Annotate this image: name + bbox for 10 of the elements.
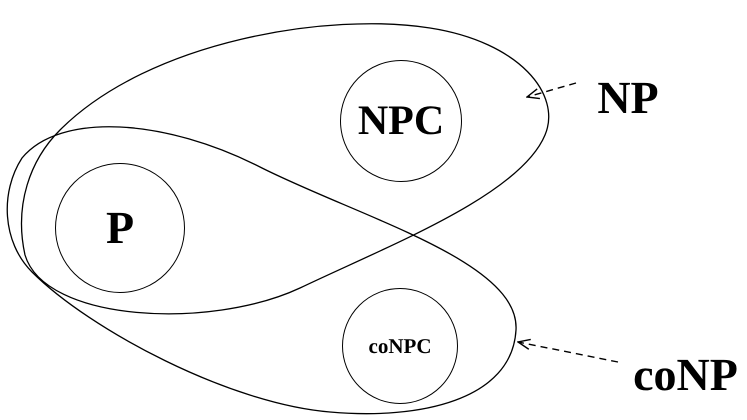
dashed-arrow	[517, 338, 618, 363]
class-circle	[342, 288, 458, 404]
class-name: coNP	[633, 352, 738, 398]
class-circle	[340, 60, 462, 182]
class-name: P	[106, 205, 134, 251]
class-name: NPC	[358, 100, 444, 142]
dashed-arrow	[526, 82, 576, 100]
class-circle	[55, 163, 185, 293]
class-name: NP	[597, 75, 659, 121]
class-name: coNPC	[368, 336, 432, 356]
